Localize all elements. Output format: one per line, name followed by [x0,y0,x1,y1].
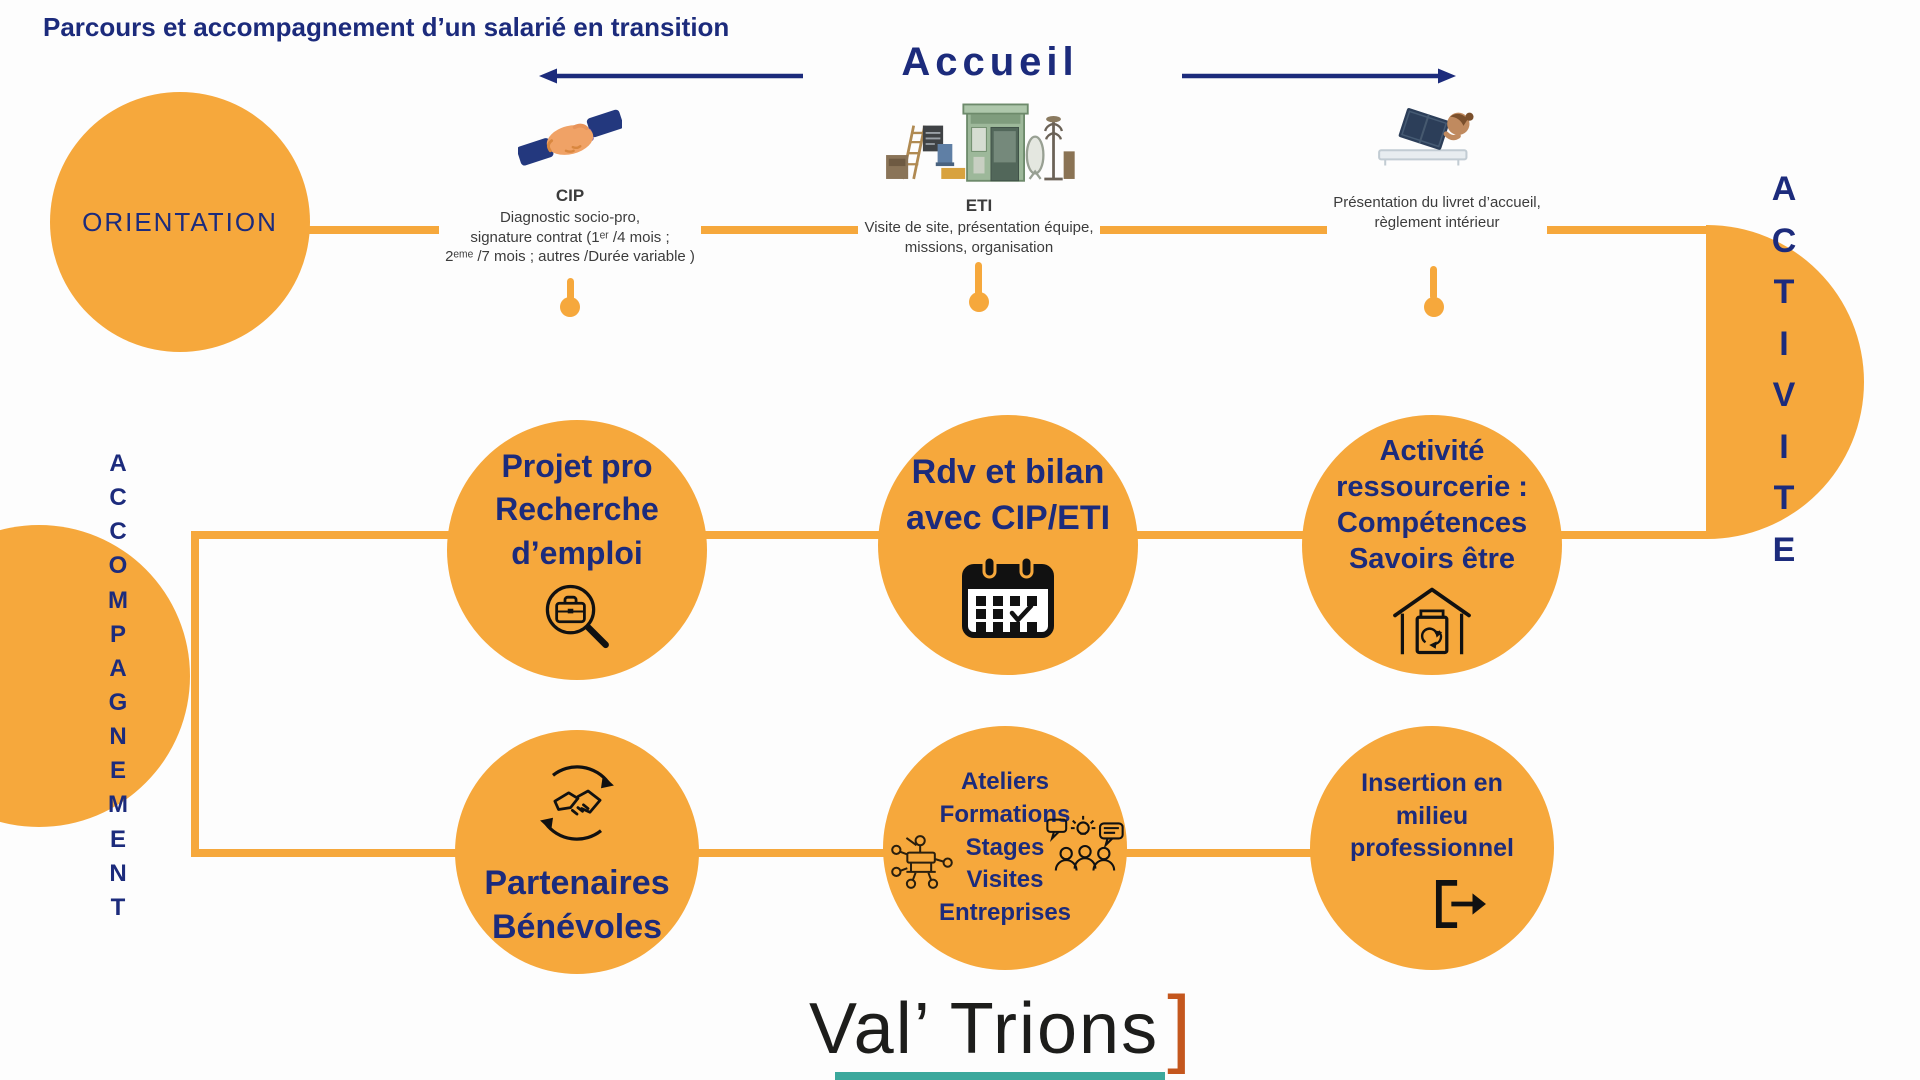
circle-text-line: Ateliers [960,768,1050,796]
group-discussion-icon [1046,815,1124,871]
accompagnement-letter: O [108,552,128,580]
handshake-icon [518,109,622,166]
circle-text-line: ressourcerie : [1336,470,1528,503]
accompagnement-letter: C [109,484,127,512]
livret-caption-line: Présentation du livret d’accueil, [1333,194,1541,211]
rdv-bilan-circle: Rdv et bilan avec CIP/ETI [878,415,1138,675]
ateliers-circle: Ateliers Formations Stages Visites Entre… [883,726,1127,970]
cip-caption-line: signature contrat (1ᵉʳ /4 mois ; [470,228,670,246]
accompagnement-letter: N [109,859,127,887]
circle-text-line: Bénévoles [491,908,663,946]
activite-letter: C [1771,221,1797,260]
activite-letter: E [1772,530,1796,569]
cip-caption-line: Diagnostic socio-pro, [499,209,641,226]
calendar-icon [962,555,1054,638]
activite-letter: T [1773,479,1795,518]
circle-text-line: Recherche [495,491,659,528]
accompagnement-letter: M [108,791,128,819]
handshake-cycle-icon [540,765,614,841]
circle-text-line: Projet pro [501,448,653,485]
circle-text-line: Activité [1379,434,1485,467]
projet-pro-circle: Projet pro Recherche d’emploi [447,420,707,680]
accompagnement-letter: C [109,518,127,546]
accompagnement-label: A C C O M P A G N E M E N T [96,450,140,922]
partenaires-circle: Partenaires Bénévoles [455,730,699,974]
accompagnement-letter: P [109,620,126,648]
accompagnement-letter: M [108,586,128,614]
accompagnement-circle [0,525,190,827]
accompagnement-letter: A [109,450,127,477]
eti-step: ETI Visite de site, présentation équipe,… [833,98,1125,259]
accompagnement-letter: A [109,654,127,682]
circle-text-line: Entreprises [938,898,1072,926]
livret-caption-line: règlement intérieur [1374,213,1500,231]
cip-connector-stem [567,278,574,302]
circle-text-line: Compétences [1336,507,1528,539]
accompagnement-letter: N [109,723,127,751]
briefcase-search-icon [545,584,609,648]
circle-text-line: Formations [939,801,1071,829]
circle-text-line: Partenaires [484,863,670,902]
eti-connector-dot [969,292,989,312]
valtrions-logo: Val’ Trions ] [790,979,1210,1080]
circle-text-line: Visites [966,866,1044,894]
circle-text-line: milieu [1395,801,1469,830]
livret-connector-dot [1424,297,1444,317]
exit-arrow-icon [1435,879,1486,928]
livret-caption: Présentation du livret d’accueil, règlem… [1327,191,1547,234]
circle-text-line: Savoirs être [1348,543,1516,576]
eti-caption-line: Visite de site, présentation équipe, [864,219,1094,236]
person-reading-icon [1378,108,1474,166]
activite-letter: V [1772,376,1796,415]
accueil-label: Accueil [901,40,1079,84]
livret-connector-stem [1430,266,1437,300]
cip-connector-dot [560,297,580,317]
orientation-circle: ORIENTATION [50,92,310,352]
bottom-connector-line [191,849,1436,857]
activite-letter: A [1771,170,1797,208]
orientation-label: ORIENTATION [82,206,278,237]
cip-label: CIP [547,186,593,206]
valtrions-logo-bracket: ] [1167,979,1192,1075]
accueil-right-arrow-icon [1182,68,1456,84]
circle-text-line: d’emploi [511,534,643,571]
presenter-network-icon [891,835,953,889]
cip-caption-line: 2ᵉᵐᵉ /7 mois ; autres /Durée variable ) [445,248,695,265]
valtrions-logo-text: Val’ Trions [808,989,1160,1069]
accompagnement-letter: G [108,688,128,716]
left-connector-line [191,531,199,857]
accompagnement-letter: E [109,825,126,853]
circle-text-line: avec CIP/ETI [905,499,1111,537]
accueil-left-arrow-icon [539,68,803,84]
livret-step: Présentation du livret d’accueil, règlem… [1292,103,1582,234]
activite-letter: I [1779,427,1789,466]
accompagnement-letter: T [110,893,126,921]
cip-step: CIP Diagnostic socio-pro, signature cont… [425,100,715,269]
cip-caption: Diagnostic socio-pro, signature contrat … [439,206,701,269]
accompagnement-letter: E [109,757,126,785]
logo-underline-bar [835,1072,1165,1080]
circle-text-line: professionnel [1350,834,1514,863]
eti-caption: Visite de site, présentation équipe, mis… [858,216,1100,259]
activite-ressourcerie-circle: Activité ressourcerie : Compétences Savo… [1302,415,1562,675]
eti-label: ETI [957,196,1001,216]
activite-letter: I [1779,324,1789,363]
activite-letter: T [1773,273,1795,312]
activite-label: A C T I V I T E [1756,170,1812,570]
page-title: Parcours et accompagnement d’un salarié … [43,12,730,42]
circle-text-line: Rdv et bilan [911,453,1105,492]
insertion-circle: Insertion en milieu professionnel [1310,726,1554,970]
eti-caption-line: missions, organisation [904,238,1054,256]
eti-connector-stem [975,262,982,296]
circle-text-line: Insertion en [1361,769,1503,798]
circle-text-line: Stages [965,833,1045,861]
ressourcerie-house-icon [1393,587,1471,654]
secondhand-shop-icon [886,103,1075,182]
